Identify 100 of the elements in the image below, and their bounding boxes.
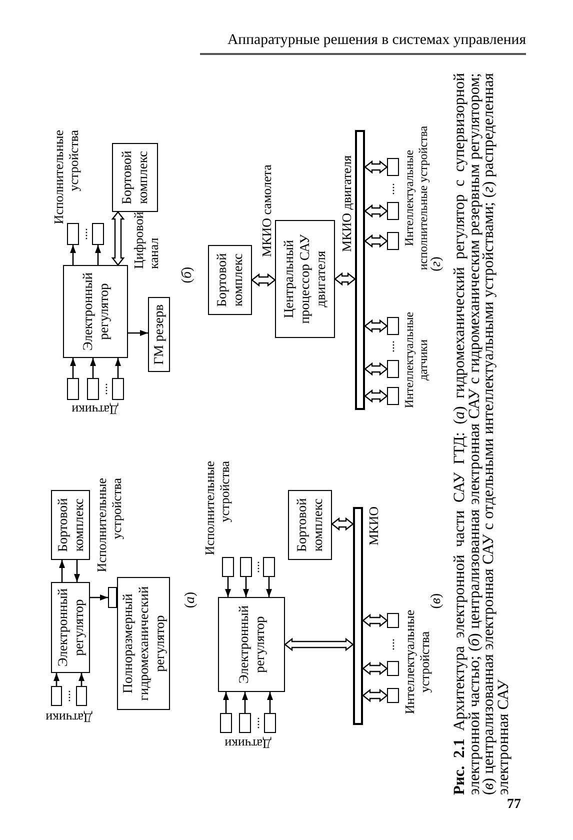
box-label: Электронный регулятор — [80, 271, 112, 353]
process-box — [51, 582, 90, 673]
box-label: Бортовой комплекс — [119, 150, 151, 206]
group-label: Датчики — [224, 736, 272, 752]
page-number: 77 — [507, 797, 521, 813]
device-box — [387, 661, 399, 676]
bus-bar — [353, 507, 363, 725]
ellipsis: .... — [384, 183, 396, 195]
device-box — [387, 613, 399, 628]
arrow — [243, 577, 249, 597]
ellipsis: .... — [96, 383, 108, 395]
panel-letter: (а) — [183, 592, 199, 608]
double-arrow — [362, 688, 388, 702]
bus-label: МКИО двигателя — [339, 155, 354, 252]
process-box — [208, 245, 252, 315]
process-box — [288, 490, 332, 560]
actuator-box — [240, 557, 252, 577]
box-label: Бортовой комплекс — [214, 252, 246, 309]
arrow — [95, 245, 101, 265]
device-box — [387, 202, 399, 220]
ellipsis: .... — [384, 638, 396, 650]
process-box — [63, 265, 128, 358]
sensor-box — [87, 378, 99, 400]
arrow — [74, 560, 80, 582]
actuator-box — [67, 223, 79, 245]
arrow — [78, 673, 84, 686]
process-box — [275, 220, 335, 338]
double-arrow — [364, 204, 388, 218]
device-box — [387, 387, 399, 405]
double-arrow — [331, 517, 354, 531]
process-box — [117, 577, 170, 710]
group-label: Исполнительные устройства — [94, 478, 124, 572]
double-arrow — [362, 614, 388, 628]
arrow — [128, 330, 148, 336]
ellipsis: .... — [248, 561, 260, 573]
device-box — [387, 317, 399, 335]
double-arrow — [334, 272, 356, 286]
arrow — [59, 560, 65, 582]
actuator-box — [92, 223, 104, 245]
running-head: Аппаратурные решения в системах управления — [227, 31, 526, 49]
ellipsis: .... — [384, 340, 396, 352]
arrow — [54, 673, 60, 686]
bus-label: МКИО — [366, 506, 381, 546]
double-arrow — [362, 662, 388, 676]
panel-letter: (б) — [180, 266, 196, 284]
group-label: Датчики — [72, 402, 118, 418]
sensor-box — [67, 378, 79, 400]
device-box — [387, 158, 399, 176]
double-arrow — [111, 211, 125, 266]
arrow — [223, 692, 229, 713]
process-box — [112, 143, 158, 212]
process-box — [218, 597, 285, 692]
arrow — [242, 692, 248, 713]
box-label: Бортовой комплекс — [54, 497, 86, 554]
sensor-box — [51, 686, 62, 706]
actuator-box — [222, 557, 234, 577]
box-label: Полноразмерный гидромеханический регулятор — [120, 585, 168, 703]
sensor-box — [76, 686, 87, 706]
group-label: Интеллектуальные устройства — [402, 610, 432, 714]
edge-label: МКИО самолета — [259, 164, 274, 257]
arrow — [266, 577, 272, 597]
box-label: Бортовой комплекс — [294, 497, 326, 554]
double-arrow — [364, 234, 388, 248]
sensor-box — [239, 713, 251, 733]
device-box — [387, 688, 399, 703]
bus-bar — [355, 130, 365, 410]
edge-label: Цифровой канал — [131, 212, 161, 269]
ellipsis: .... — [248, 717, 260, 729]
double-arrow — [251, 273, 276, 287]
box-label: ГМ резерв — [151, 304, 167, 365]
box-label: Электронный регулятор — [236, 604, 268, 686]
ellipsis: .... — [76, 228, 88, 240]
box-label: Центральный процессор САУ двигателя — [281, 233, 329, 326]
group-label: Исполнительные устройства — [202, 461, 232, 556]
double-arrow — [364, 362, 388, 376]
actuator-box — [263, 557, 275, 577]
process-box — [148, 297, 170, 372]
arrow — [225, 577, 231, 597]
box-label: Электронный регулятор — [54, 587, 86, 669]
group-label: Датчики — [46, 710, 92, 726]
panel-letter: (г) — [429, 256, 445, 272]
double-arrow — [364, 160, 388, 174]
device-box — [387, 360, 399, 378]
device-box — [387, 232, 399, 250]
arrow — [115, 358, 121, 378]
double-arrow — [284, 638, 354, 652]
double-arrow — [364, 389, 388, 403]
ellipsis: .... — [60, 690, 72, 702]
sensor-box — [264, 713, 276, 733]
panel-letter: (в) — [429, 593, 445, 609]
group-label: Исполнительные устройства — [51, 130, 81, 224]
sensor-box — [220, 713, 232, 733]
sensor-box — [112, 378, 124, 400]
arrow — [70, 245, 76, 265]
arrow — [90, 358, 96, 378]
group-label: Интеллектуальные исполнительные устройства — [402, 124, 430, 272]
actuator-box — [108, 587, 117, 608]
process-box — [51, 490, 90, 560]
arrow — [90, 594, 108, 600]
group-label: Интеллектуальные датчики — [402, 312, 430, 408]
